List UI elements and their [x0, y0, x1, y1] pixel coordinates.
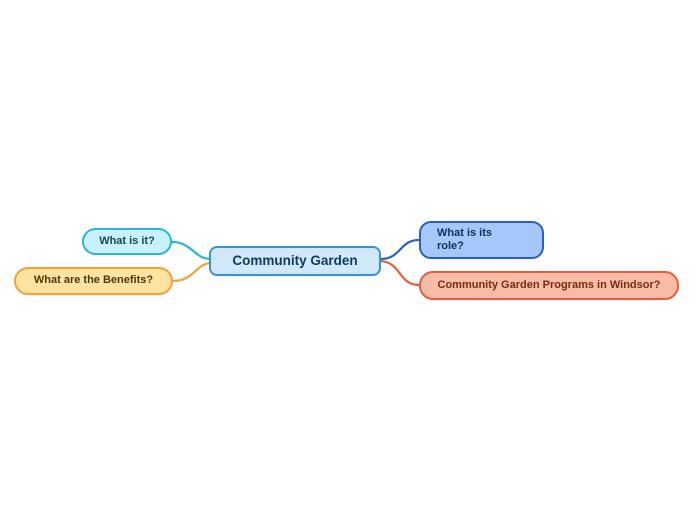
- node-windsor-programs[interactable]: Community Garden Programs in Windsor?: [419, 271, 679, 300]
- node-role[interactable]: What is its role?: [419, 221, 544, 259]
- connector-root-to-what-is-it: [170, 240, 213, 261]
- node-community-garden-label: Community Garden: [232, 252, 358, 268]
- node-community-garden[interactable]: Community Garden: [209, 246, 381, 276]
- node-benefits-label: What are the Benefits?: [33, 274, 154, 287]
- node-windsor-programs-label: Community Garden Programs in Windsor?: [437, 278, 661, 291]
- connector-root-to-role: [378, 238, 421, 261]
- node-what-is-it-label: What is it?: [99, 234, 155, 247]
- node-what-is-it[interactable]: What is it?: [82, 228, 172, 255]
- node-role-label: What is its role?: [437, 226, 493, 252]
- node-benefits[interactable]: What are the Benefits?: [14, 267, 173, 295]
- connector-root-to-windsor: [378, 259, 421, 287]
- connector-root-to-benefits: [171, 261, 213, 283]
